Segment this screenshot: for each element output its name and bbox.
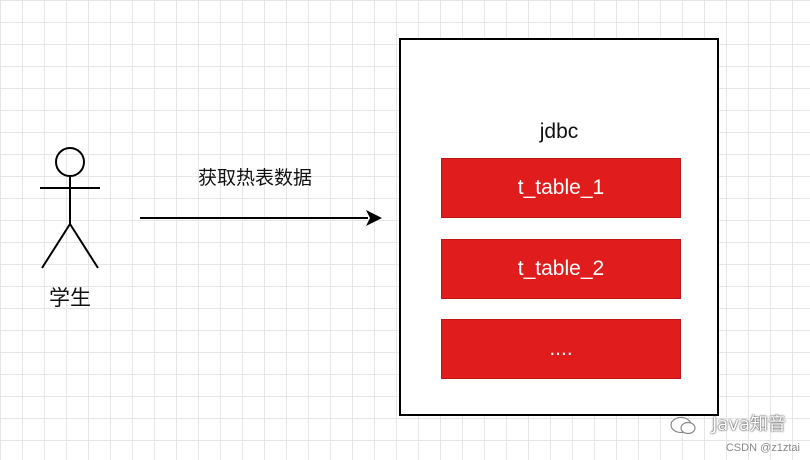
flow-label: 获取热表数据 bbox=[197, 167, 312, 189]
stick-figure-icon bbox=[40, 147, 100, 269]
student-actor: 学生 bbox=[30, 144, 110, 314]
chat-bubble-icon bbox=[670, 416, 696, 435]
table-label: t_table_1 bbox=[517, 176, 605, 199]
table-label: t_table_2 bbox=[517, 257, 605, 280]
container-title: jdbc bbox=[539, 120, 579, 143]
table-box-2: t_table_2 bbox=[441, 239, 681, 299]
watermark: Java知音 CSDN @z1ztai bbox=[640, 410, 810, 460]
table-box-1: t_table_1 bbox=[441, 158, 681, 218]
jdbc-container: jdbc t_table_1 t_table_2 .... bbox=[399, 38, 719, 416]
flow-arrow bbox=[140, 210, 382, 226]
table-box-3: .... bbox=[441, 319, 681, 379]
watermark-credit: CSDN @z1ztai bbox=[725, 442, 800, 454]
table-label: .... bbox=[549, 337, 573, 360]
actor-label: 学生 bbox=[49, 286, 91, 310]
watermark-brand: Java知音 bbox=[711, 414, 786, 435]
